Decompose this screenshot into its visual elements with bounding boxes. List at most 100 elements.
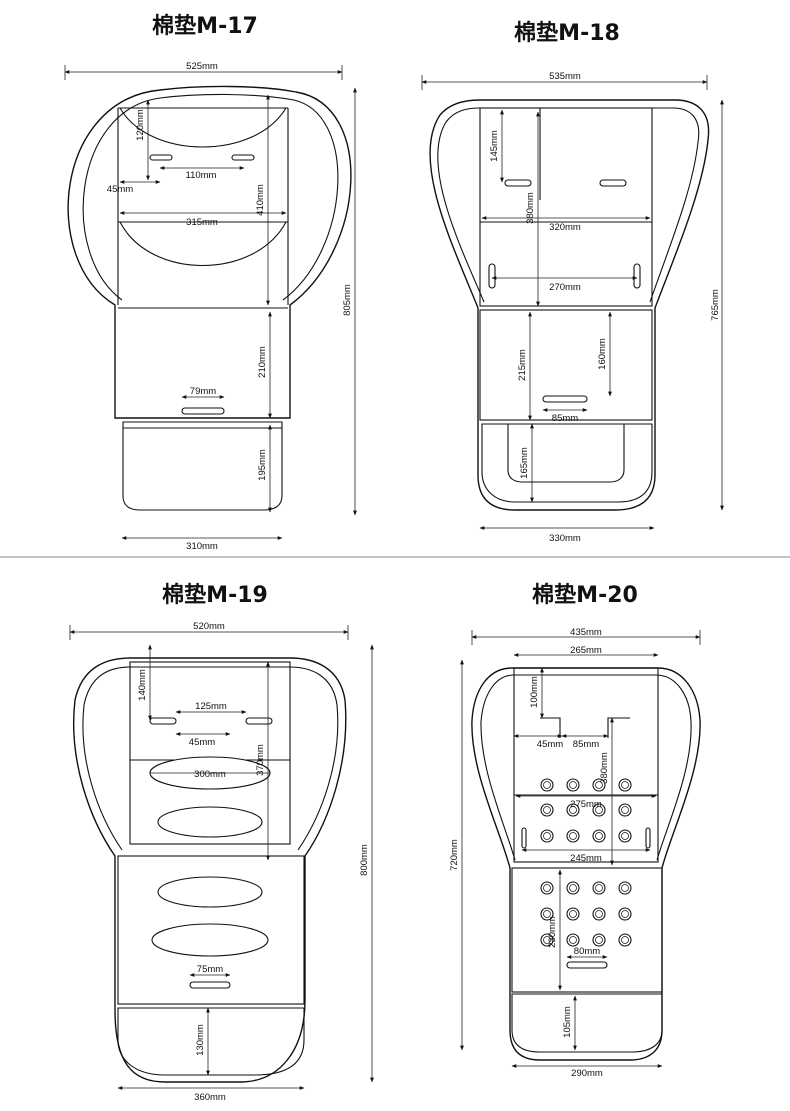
m20-dim-height-total: 720mm [449,839,460,871]
m17-dim-width-top: 525mm [186,61,218,72]
m20-dim-width-bottom: 290mm [571,1068,603,1079]
m20-dim-seat-height: 230mm [547,916,558,948]
m20-hole [592,907,606,921]
m20-hole-inner [621,910,629,918]
m20-hole-inner [543,832,551,840]
m19-dim-slot-edge: 45mm [189,737,215,748]
m17-dim-seat-slot: 79mm [190,386,216,397]
m20-dim-lower-width: 245mm [570,853,602,864]
m20-side-slot-right [645,827,651,849]
m18-dim-back-height: 380mm [525,192,536,224]
m20-dim-slot-edge: 45mm [537,739,563,750]
m20-hole [566,907,580,921]
m18-slot-left [504,179,532,187]
m19-dim-oval-width: 300mm [194,769,226,780]
m17-title: 棉垫M-17 [152,13,258,39]
diagram-m20: 棉垫M-20 435mm 265mm 100mm 45mm 85mm [449,582,701,1079]
m19-dim-width-top: 520mm [193,621,225,632]
m18-dim-slot-top: 145mm [489,130,500,162]
m19-oval-4 [151,923,269,957]
m18-dim-seat-slot: 85mm [552,413,578,424]
m20-hole-inner [621,806,629,814]
m20-hole [566,881,580,895]
m20-hole [618,803,632,817]
m19-dim-height-total: 800mm [359,844,370,876]
m20-hole [540,881,554,895]
m17-slot-right [231,154,255,161]
m19-dim-seat-slot: 75mm [197,964,223,975]
m20-hole [566,778,580,792]
m19-slot-right [245,717,273,725]
m20-hole [566,803,580,817]
m20-cushion-outline [471,667,701,1061]
m18-seat-slot [542,395,588,403]
m20-dim-foot-height: 105mm [562,1006,573,1038]
m17-seat-slot [181,407,225,415]
m20-hole [540,829,554,843]
m20-hole [540,933,554,947]
m18-dim-foot-height: 165mm [519,447,530,479]
m18-cushion-outline [429,99,710,511]
m20-hole-inner [543,806,551,814]
m20-hole [618,829,632,843]
m20-side-slot-left [521,827,527,849]
m20-hole [592,803,606,817]
m20-dim-back-height: 380mm [599,752,610,784]
m20-hole-grid [540,778,632,947]
m18-side-slot-left [488,263,496,289]
m19-dim-slot-top: 140mm [137,669,148,701]
diagram-m19: 棉垫M-19 520mm 800mm 140mm 125mm 45mm [69,582,374,1103]
m20-hole-inner [569,806,577,814]
m20-hole-inner [595,936,603,944]
m20-hole-inner [595,910,603,918]
m20-dim-hole-row-width: 275mm [570,799,602,810]
m19-cushion-outline [73,657,347,1083]
m20-hole [540,907,554,921]
m17-dim-seat-height: 210mm [257,346,268,378]
m20-dim-slot-gap: 85mm [573,739,599,750]
m20-hole-inner [543,936,551,944]
m18-dim-width-top: 535mm [549,71,581,82]
m17-dim-back-height: 410mm [255,184,266,216]
m20-hole-inner [569,910,577,918]
m20-dim-slot-top: 100mm [529,676,540,708]
m17-dim-slot-gap: 110mm [186,170,217,181]
m20-hole-inner [595,781,603,789]
m20-hole-inner [621,884,629,892]
m17-dim-foot-height: 195mm [257,449,268,481]
m20-hole [618,907,632,921]
m18-dim-panel-width: 320mm [549,222,581,233]
m20-hole [566,933,580,947]
m20-hole [592,933,606,947]
m20-hole-inner [569,936,577,944]
m18-dim-seat-height: 215mm [517,349,528,381]
m19-title: 棉垫M-19 [162,582,268,608]
m20-hole [592,829,606,843]
m20-dim-width-top: 435mm [570,627,602,638]
m20-hole [618,778,632,792]
m20-hole [618,881,632,895]
m18-dim-side-slot-gap: 270mm [549,282,581,293]
m20-seat-slot [566,961,608,969]
m18-dim-height-total: 765mm [710,289,721,321]
m20-hole-inner [621,936,629,944]
m20-title: 棉垫M-20 [532,582,638,608]
m20-hole-inner [595,832,603,840]
m17-cushion-outline [67,85,352,511]
m17-dim-slot-top: 120mm [135,109,146,141]
m20-hole-inner [543,910,551,918]
m18-dim-width-bottom: 330mm [549,533,581,544]
m17-dim-height-total: 805mm [342,284,353,316]
m20-hole [540,778,554,792]
m17-slot-left [149,154,173,161]
m20-hole [592,778,606,792]
m20-hole-inner [569,884,577,892]
m20-dim-panel-width: 265mm [570,645,602,656]
diagram-m17: 棉垫M-17 525mm 805mm 120mm 110mm [64,13,357,552]
diagram-m18: 棉垫M-18 535mm 765mm 145mm 380mm 320mm [421,20,724,544]
m19-oval-2 [157,806,263,838]
m19-dim-foot-height: 130mm [195,1024,206,1056]
m19-dim-slot-gap: 125mm [195,701,227,712]
m20-hole-inner [569,781,577,789]
